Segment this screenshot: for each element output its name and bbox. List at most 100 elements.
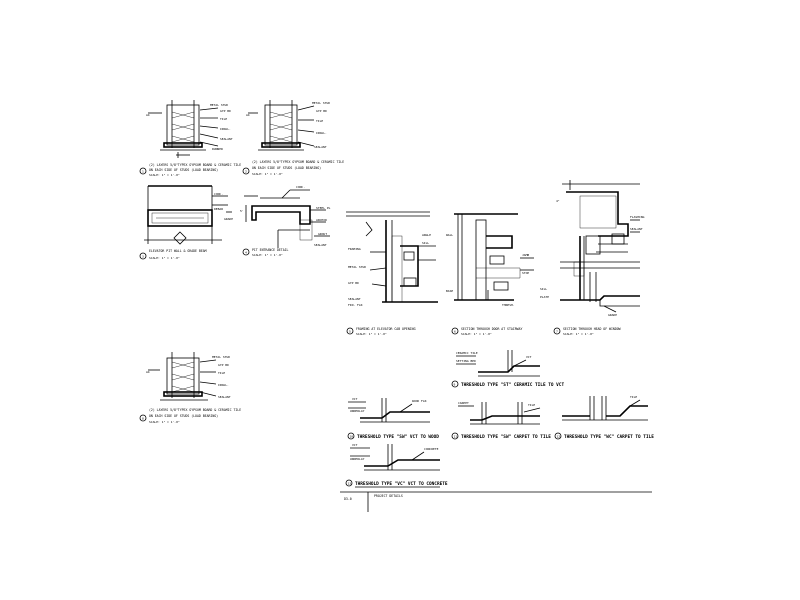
detail-6-scale: SCALE: 1" = 1'-0" [461,332,492,336]
detail-8-title: (2) LAYERS 5/8"TYPEX GYPSUM BOARD & CERA… [149,408,241,412]
svg-text:A4: A4 [146,113,150,117]
svg-text:A4: A4 [146,370,150,374]
svg-text:SEALANT: SEALANT [630,227,643,231]
threshold-1-number: 9 [454,383,456,387]
detail-4-number: 4 [245,251,247,255]
svg-text:THRESH.: THRESH. [502,303,515,307]
threshold-3-title: THRESHOLD TYPE "SW" CARPET TO TILE [461,434,551,440]
detail-1-subtitle: ON EACH SIDE OF STUDS (LOAD BEARING) [149,168,218,172]
title-block: D3-0 PROJECT DETAILS [340,491,652,512]
svg-text:FIN. FLR: FIN. FLR [348,303,363,307]
svg-text:VCT: VCT [352,397,358,401]
detail-8-subtitle: ON EACH SIDE OF STUDS (LOAD BEARING) [149,414,218,418]
detail-2-subtitle: ON EACH SIDE OF STUDS (LOAD BEARING) [252,166,321,170]
title-block-right: PROJECT DETAILS [374,494,403,498]
svg-text:REBAR: REBAR [214,207,223,211]
threshold-3-number: 11 [454,435,458,439]
svg-text:GROUT: GROUT [318,232,327,236]
svg-text:UNDERLAY: UNDERLAY [350,409,365,413]
svg-text:STOP: STOP [522,271,529,275]
detail-5-scale: SCALE: 1" = 1'-0" [356,332,387,336]
svg-text:CONC.: CONC. [214,192,223,196]
svg-text:METAL STUD: METAL STUD [348,265,366,269]
svg-text:GRADE: GRADE [224,217,233,221]
detail-6-title: SECTION THROUGH DOOR AT STAIRWAY [461,327,522,331]
svg-text:INSUL.: INSUL. [220,127,231,131]
detail-4-scale: SCALE: 1" = 1'-0" [252,253,283,257]
detail-1-title: (2) LAYERS 5/8"TYPEX GYPSUM BOARD & CERA… [149,163,241,167]
svg-text:5': 5' [240,209,244,213]
detail-1-scale: SCALE: 1" = 1'-0" [149,173,180,177]
title-block-left: D3-0 [344,497,352,501]
svg-text:ANCHOR: ANCHOR [316,218,327,222]
svg-text:GYP BD: GYP BD [316,109,327,113]
svg-text:WALL: WALL [446,233,453,237]
svg-text:STEEL PL: STEEL PL [316,206,331,210]
threshold-4-number: 12 [557,435,561,439]
svg-text:ANGLE: ANGLE [422,233,431,237]
svg-text:JAMB: JAMB [522,253,529,257]
svg-text:SEALANT: SEALANT [314,243,327,247]
threshold-4-title: THRESHOLD TYPE "WC" CARPET TO TILE [564,434,654,440]
detail-3-pit-wall: CONC.REBAR GRADE 3 ELEVATOR PIT WALL & G… [139,185,233,260]
svg-text:TILE: TILE [220,117,227,121]
detail-7-number: 7 [556,330,558,334]
detail-7-title: SECTION THROUGH HEAD OF WINDOW [563,327,621,331]
svg-text:SEALANT: SEALANT [220,137,233,141]
detail-4-title: PIT ENTRANCE DETAIL [252,248,289,252]
svg-text:GRADE: GRADE [608,313,617,317]
svg-text:UNDERLAY: UNDERLAY [350,457,365,461]
svg-text:CERAMIC TILE: CERAMIC TILE [456,351,478,355]
threshold-1-title: THRESHOLD TYPE "ST" CERAMIC TILE TO VCT [461,382,564,388]
threshold-vc-vct-concrete: VCT UNDERLAY CONCRETE 13 THRESHOLD TYPE … [345,443,448,488]
svg-text:CONC.: CONC. [296,185,305,189]
threshold-st-detail: CERAMIC TILE SETTING BED VCT 9 THRESHOLD … [451,350,564,388]
detail-2-number: 2 [245,170,247,174]
svg-text:SEALANT: SEALANT [218,395,231,399]
detail-7-scale: SCALE: 1" = 1'-0" [563,332,594,336]
svg-text:METAL STUD: METAL STUD [210,103,228,107]
detail-1-number: 1 [142,170,144,174]
detail-2-title: (2) LAYERS 5/8"TYPEX GYPSUM BOARD & CERA… [252,160,344,164]
detail-4-pit-entrance: 5' CONC. STEEL PL ANCHOR GROUT SEALANT 4 P… [240,185,331,257]
svg-text:METAL STUD: METAL STUD [212,355,230,359]
threshold-5-title: THRESHOLD TYPE "VC" VCT TO CONCRETE [355,481,448,487]
svg-text:SEALANT: SEALANT [314,145,327,149]
detail-5-number: 5 [349,330,351,334]
svg-text:GYP BD: GYP BD [220,109,231,113]
threshold-wc-carpet-tile: TILE 12 THRESHOLD TYPE "WC" CARPET TO TI… [554,395,654,440]
svg-text:CONCRETE: CONCRETE [424,447,439,451]
threshold-2-title: THRESHOLD TYPE "SW" VCT TO WOOD [357,434,439,440]
threshold-sw-carpet-tile: CARPET TILE 11 THRESHOLD TYPE "SW" CARPE… [451,401,551,440]
detail-3-title: ELEVATOR PIT WALL & GRADE BEAM [149,249,207,253]
svg-text:FLASHING: FLASHING [630,215,645,219]
svg-text:TILE: TILE [218,371,225,375]
detail-2-scale: SCALE: 1" = 1'-0" [252,172,283,176]
threshold-2-number: 10 [350,435,354,439]
svg-text:SETTING BED: SETTING BED [456,359,476,363]
svg-text:VCT: VCT [526,355,532,359]
detail-8-number: 8 [142,417,144,421]
detail-5-title: FRAMING AT ELEVATOR CAB OPENING [356,327,416,331]
svg-text:PLATE: PLATE [540,295,549,299]
detail-8-wall-section: A4 METAL STUD GYP BD TILE INSUL. SEALANT 8… [139,352,241,424]
detail-3-scale: SCALE: 1" = 1'-0" [149,256,180,260]
svg-text:GYP BD: GYP BD [348,281,359,285]
svg-text:SILL: SILL [422,241,429,245]
svg-text:FRAMING: FRAMING [348,247,361,251]
svg-text:SEALANT: SEALANT [348,297,361,301]
threshold-5-number: 13 [348,482,352,486]
svg-text:TILE: TILE [316,119,323,123]
svg-text:GYP BD: GYP BD [218,363,229,367]
svg-text:INSUL.: INSUL. [218,383,229,387]
svg-text:VCT: VCT [352,443,358,447]
detail-8-scale: SCALE: 1" = 1'-0" [149,420,180,424]
svg-text:4": 4" [556,199,560,203]
detail-5-cab-opening: FRAMING METAL STUD GYP BD ANGLE SILL SEALA… [346,211,438,336]
svg-text:INSUL.: INSUL. [316,131,327,135]
